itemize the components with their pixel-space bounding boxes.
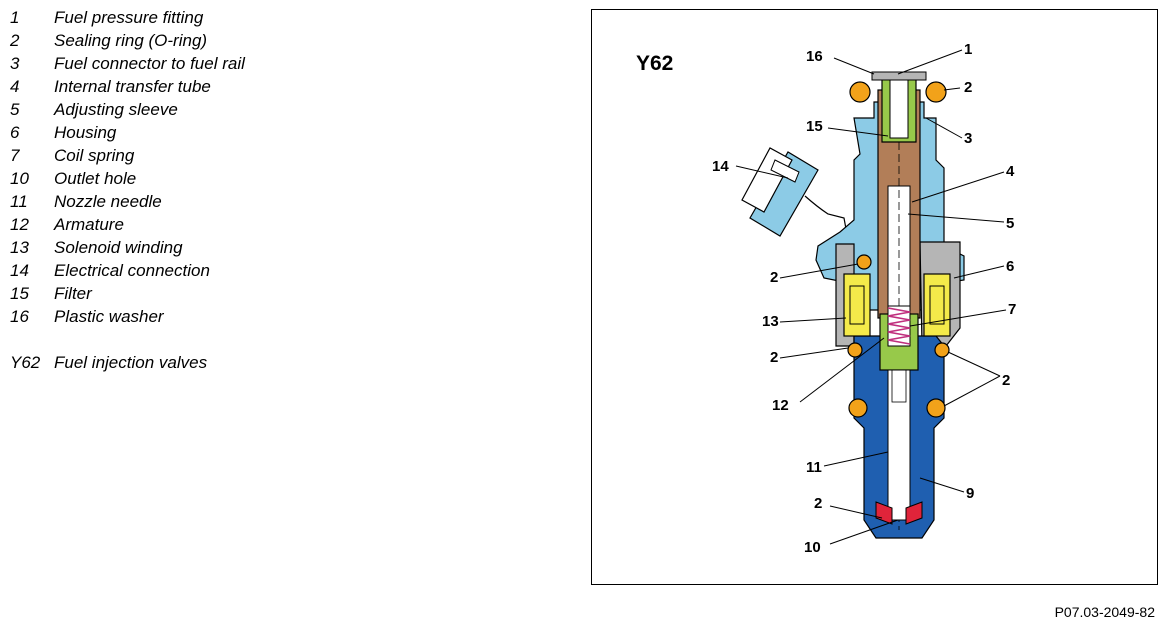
legend-number: 11: [10, 192, 28, 211]
callout-11: 11: [806, 459, 822, 476]
callout-2: 2: [770, 349, 778, 366]
legend-number: 5: [10, 100, 20, 119]
legend-number: 10: [10, 169, 29, 188]
callout-5: 5: [1006, 215, 1014, 232]
legend-label: Plastic washer: [54, 307, 164, 326]
injector-figure: Y62 16 1 2 3 15: [591, 9, 1158, 585]
legend-number: 4: [10, 77, 20, 96]
legend-label: Sealing ring (O-ring): [54, 31, 208, 50]
callout-3: 3: [964, 130, 972, 147]
callout-2: 2: [770, 269, 778, 286]
legend-number: 12: [10, 215, 29, 234]
callout-2: 2: [964, 79, 972, 96]
legend-item: 7 Coil spring: [10, 144, 245, 167]
legend-label: Nozzle needle: [54, 192, 162, 211]
figure-reference-code: P07.03-2049-82: [1054, 604, 1155, 620]
fuel-fitting-drawing: [871, 71, 927, 81]
solenoid-left-drawing: [843, 273, 871, 337]
legend-number: 13: [10, 238, 29, 257]
legend-footer: Y62 Fuel injection valves: [10, 351, 245, 374]
legend-number: 14: [10, 261, 29, 280]
callout-6: 6: [1006, 258, 1014, 275]
figure-title: Y62: [636, 52, 673, 75]
electrical-connection-drawing: [741, 147, 851, 267]
callout-4: 4: [1006, 163, 1015, 180]
callout-9: 9: [966, 485, 974, 502]
legend-item: 12 Armature: [10, 213, 245, 236]
legend-number: 2: [10, 31, 20, 50]
legend-item: 3 Fuel connector to fuel rail: [10, 52, 245, 75]
outlet-seal-drawing: [875, 501, 923, 525]
callout-16: 16: [806, 48, 823, 65]
solenoid-right-drawing: [923, 273, 951, 337]
legend-number: 1: [10, 8, 20, 27]
callout-13: 13: [762, 313, 779, 330]
legend-label: Solenoid winding: [54, 238, 183, 257]
legend-item: 1 Fuel pressure fitting: [10, 6, 245, 29]
legend-spacer: [10, 328, 245, 351]
legend: 1 Fuel pressure fitting 2 Sealing ring (O-…: [10, 6, 245, 374]
legend-number: 16: [10, 307, 29, 326]
injector-cross-section: Y62 16 1 2 3 15: [636, 41, 1016, 556]
legend-label: Coil spring: [54, 146, 135, 165]
legend-label: Fuel injection valves: [54, 353, 208, 372]
callout-14: 14: [712, 158, 729, 175]
legend-item: 10 Outlet hole: [10, 167, 245, 190]
legend-item: 16 Plastic washer: [10, 305, 245, 328]
legend-item: 5 Adjusting sleeve: [10, 98, 245, 121]
callout-12: 12: [772, 397, 789, 414]
legend-item: 2 Sealing ring (O-ring): [10, 29, 245, 52]
callout-15: 15: [806, 118, 823, 135]
leader-lines: [735, 49, 1007, 545]
legend-label: Filter: [54, 284, 92, 303]
legend-label: Internal transfer tube: [54, 77, 211, 96]
legend-label: Electrical connection: [54, 261, 210, 280]
legend-item: 15 Filter: [10, 282, 245, 305]
legend-label: Adjusting sleeve: [54, 100, 178, 119]
callout-10: 10: [804, 539, 821, 556]
legend-item: 6 Housing: [10, 121, 245, 144]
legend-label: Outlet hole: [54, 169, 137, 188]
o-rings-drawing: [847, 81, 950, 418]
legend-item: 11 Nozzle needle: [10, 190, 245, 213]
callout-2: 2: [814, 495, 822, 512]
legend-number: 6: [10, 123, 20, 142]
legend-number: 3: [10, 54, 20, 73]
legend-number: 15: [10, 284, 29, 303]
callout-7: 7: [1008, 301, 1016, 318]
legend-item: 13 Solenoid winding: [10, 236, 245, 259]
legend-item: 4 Internal transfer tube: [10, 75, 245, 98]
legend-label: Fuel pressure fitting: [54, 8, 204, 27]
callout-2: 2: [1002, 372, 1010, 389]
legend-item: 14 Electrical connection: [10, 259, 245, 282]
legend-number: 7: [10, 146, 20, 165]
callout-1: 1: [964, 41, 972, 58]
nozzle-needle-drawing: [887, 369, 911, 521]
coil-spring-drawing: [887, 307, 911, 345]
legend-number: Y62: [10, 353, 41, 372]
legend-label: Fuel connector to fuel rail: [54, 54, 245, 73]
legend-label: Housing: [54, 123, 117, 142]
legend-label: Armature: [54, 215, 124, 234]
